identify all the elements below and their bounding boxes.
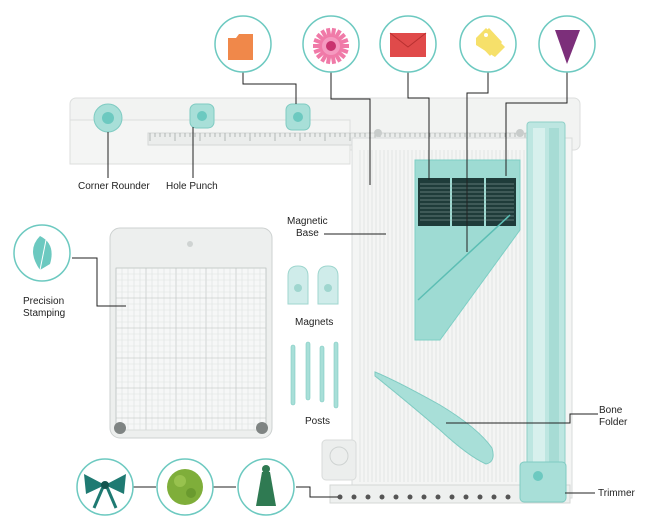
magnetic-base-label-line1: Magnetic (287, 216, 328, 227)
bone-folder (374, 371, 494, 465)
ruler-pin (374, 129, 382, 137)
post (290, 344, 296, 406)
bone-folder-label-line1: Bone (599, 405, 623, 416)
ruler-slider-knob[interactable] (285, 103, 311, 131)
bone-folder-label-line2: Folder (599, 417, 628, 428)
posts (290, 341, 339, 409)
pom-pom-icon (156, 458, 214, 516)
trimmer-label: Trimmer (598, 488, 635, 499)
stamping-platform (109, 227, 273, 439)
hole-punch-knob[interactable] (189, 103, 215, 129)
ribbon-bow-icon (76, 458, 134, 516)
post (319, 345, 325, 403)
bottom-ruler-holes (337, 494, 511, 500)
ruler-pin (516, 129, 524, 137)
posts-label: Posts (305, 416, 331, 427)
tassel-icon (237, 458, 295, 516)
magnet (317, 265, 339, 305)
precision-stamping-label-line1: Precision (23, 296, 65, 307)
gift-tag-icon (459, 15, 517, 73)
paper-rosette-icon (302, 15, 360, 73)
magnetic-base-label-line2: Base (296, 228, 319, 239)
leaf-stamp-icon (13, 224, 71, 282)
leader-lines (72, 57, 598, 498)
hole-punch-label: Hole Punch (166, 181, 218, 192)
precision-stamping-label-line2: Stamping (23, 308, 66, 319)
pennant-icon (538, 15, 596, 73)
trimmer-rail[interactable] (519, 121, 567, 503)
post (333, 341, 339, 409)
corner-rounder-label: Corner Rounder (78, 181, 150, 192)
stamping-grid (115, 267, 267, 431)
magnet (287, 265, 309, 305)
folder-tab-icon (214, 15, 272, 73)
envelope-icon (379, 15, 437, 73)
post (305, 341, 311, 401)
magnets-label: Magnets (295, 317, 334, 328)
top-ruler-ticks (149, 133, 526, 141)
corner-rounder-knob[interactable] (93, 103, 123, 133)
